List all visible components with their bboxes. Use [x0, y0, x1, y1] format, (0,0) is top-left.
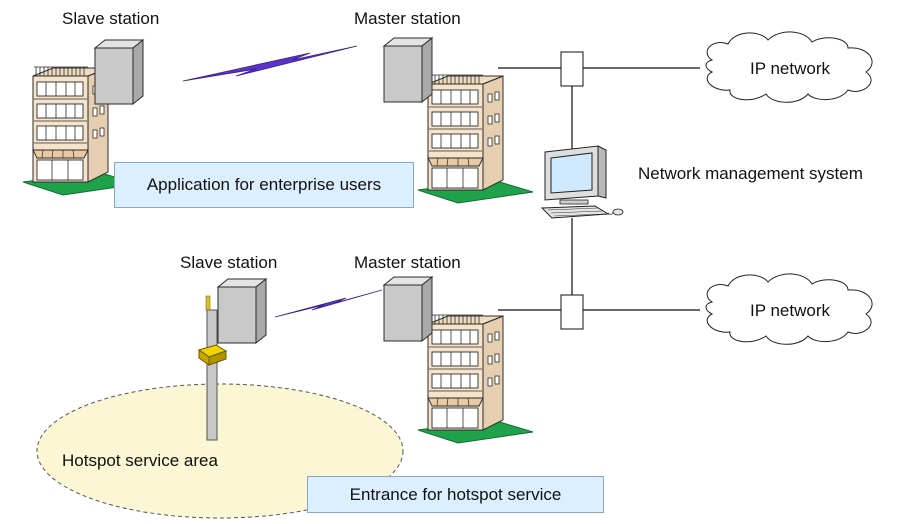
hotspot-building [417, 314, 534, 444]
junction-box-bottom [560, 294, 584, 330]
ip-network-cloud-top [705, 31, 873, 103]
hotspot-entrance-box: Entrance for hotspot service [307, 476, 604, 513]
ip-network-bottom-label: IP network [750, 301, 831, 320]
network-management-computer [540, 145, 624, 219]
slave-station-top-label: Slave station [62, 9, 160, 28]
enterprise-application-box: Application for enterprise users [114, 162, 414, 208]
radio-link-bottom [274, 289, 383, 318]
slave-station-bottom-label: Slave station [180, 253, 278, 272]
hotspot-area-label: Hotspot service area [62, 451, 218, 470]
master-station-bottom-unit [383, 276, 433, 342]
wired-links [498, 67, 700, 311]
hotspot-pole [197, 295, 228, 441]
network-management-system-label: Network management system [638, 164, 863, 183]
ip-network-cloud-bottom [705, 273, 873, 345]
slave-station-bottom-unit [217, 278, 267, 344]
master-station-top-unit [383, 37, 433, 103]
radio-link-top [182, 45, 358, 82]
ip-network-top-label: IP network [750, 59, 831, 78]
enterprise-building-right [417, 74, 534, 204]
master-station-top-label: Master station [354, 9, 461, 28]
slave-station-top-unit [94, 39, 144, 105]
master-station-bottom-label: Master station [354, 253, 461, 272]
junction-box-top [560, 51, 584, 87]
